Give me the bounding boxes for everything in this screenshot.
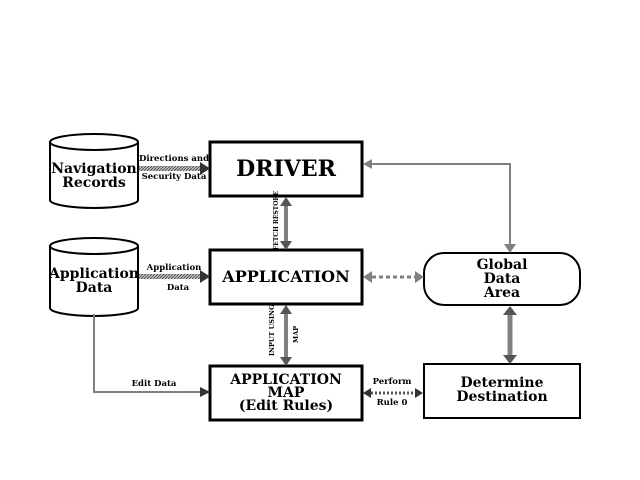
driver-label: DRIVER bbox=[236, 156, 336, 182]
edit-data-label: Edit Data bbox=[132, 379, 177, 389]
navigation-records-line1: Navigation bbox=[51, 161, 136, 177]
navigation-records-store: Navigation Records bbox=[49, 133, 139, 209]
flow-driver-application: FETCH RESTORE bbox=[273, 191, 292, 250]
rule-label: Rule 0 bbox=[377, 398, 408, 408]
flow-edit-data: Edit Data bbox=[93, 314, 210, 397]
directions-label-2: Security Data bbox=[142, 172, 207, 182]
map-label: MAP bbox=[292, 326, 300, 343]
flow-global-determine bbox=[503, 306, 517, 364]
application-map-box: APPLICATION MAP (Edit Rules) bbox=[208, 364, 364, 422]
flow-application-map: INPUT USING MAP bbox=[268, 304, 300, 366]
app-map-line1: APPLICATION bbox=[229, 372, 342, 388]
flow-map-determine: Perform Rule 0 bbox=[363, 377, 423, 408]
flow-navigation-to-driver: Directions and Security Data bbox=[139, 154, 210, 182]
global-line2: Data bbox=[484, 271, 521, 287]
app-map-line3: (Edit Rules) bbox=[239, 398, 333, 414]
input-using-label: INPUT USING bbox=[268, 304, 276, 356]
determine-line2: Destination bbox=[456, 389, 547, 405]
application-label: APPLICATION bbox=[221, 267, 349, 286]
fetch-restore-label: FETCH RESTORE bbox=[273, 191, 280, 250]
application-data-line1: Application bbox=[48, 266, 139, 282]
application-data-store: Application Data bbox=[48, 237, 139, 317]
app-map-line2: MAP bbox=[268, 385, 305, 401]
app-data-flow-label-1: Application bbox=[146, 263, 202, 273]
determine-line1: Determine bbox=[460, 375, 543, 391]
directions-label-1: Directions and bbox=[139, 154, 209, 164]
flow-driver-global bbox=[363, 159, 516, 253]
driver-box: DRIVER bbox=[208, 140, 364, 198]
global-data-area-box: Global Data Area bbox=[423, 252, 581, 306]
global-line1: Global bbox=[477, 257, 528, 273]
application-data-line2: Data bbox=[76, 280, 113, 296]
determine-destination-box: Determine Destination bbox=[423, 363, 581, 419]
perform-label: Perform bbox=[373, 377, 412, 387]
global-line3: Area bbox=[483, 285, 520, 301]
flow-appdata-to-application: Application Data bbox=[139, 263, 210, 293]
app-data-flow-label-2: Data bbox=[167, 283, 190, 293]
navigation-records-line2: Records bbox=[62, 175, 126, 191]
application-box: APPLICATION bbox=[208, 248, 364, 306]
flow-application-global bbox=[363, 271, 424, 283]
